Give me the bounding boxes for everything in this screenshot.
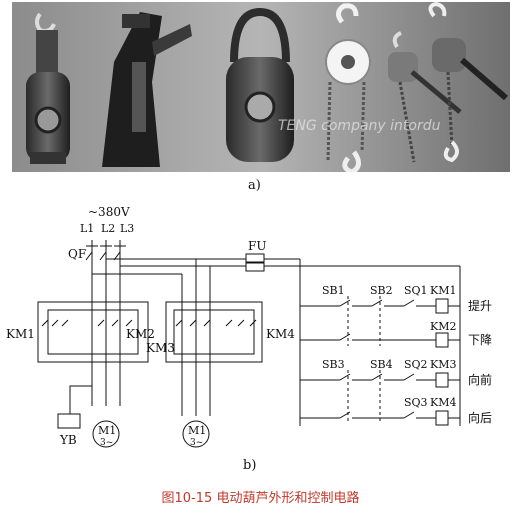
triple-pulley-block-image bbox=[26, 12, 70, 164]
long-lever-hoist-image bbox=[428, 2, 508, 163]
phase-l3-label: L3 bbox=[120, 222, 134, 235]
breaker-label: QF bbox=[68, 247, 86, 261]
motor-2-label: M1 bbox=[188, 424, 206, 437]
caption-b: b) bbox=[243, 458, 257, 473]
motor-1-label: M1 bbox=[98, 424, 116, 437]
contactor-km1-label: KM1 bbox=[6, 327, 35, 341]
open-pulley-block-image bbox=[226, 7, 294, 162]
coil-km4-label: KM4 bbox=[430, 396, 456, 409]
switch-sb1-label: SB1 bbox=[322, 284, 345, 297]
supply-voltage-label: ~380V bbox=[88, 205, 130, 219]
motor-2-sub: 3~ bbox=[190, 438, 203, 448]
fuse-label: FU bbox=[248, 239, 266, 253]
switch-sb2-label: SB2 bbox=[370, 284, 393, 297]
switch-sb3-label: SB3 bbox=[322, 358, 345, 371]
coil-km3-label: KM3 bbox=[430, 358, 456, 371]
switch-sq3-label: SQ3 bbox=[404, 396, 428, 409]
phase-l2-label: L2 bbox=[101, 222, 115, 235]
figure-title: 图10-15 电动葫芦外形和控制电路 bbox=[161, 491, 360, 506]
coil-km1-label: KM1 bbox=[430, 284, 456, 297]
caption-a: a) bbox=[248, 178, 261, 193]
photo-watermark: TENG company intordu bbox=[278, 118, 441, 134]
function-backward-label: 向后 bbox=[468, 410, 492, 425]
function-forward-label: 向前 bbox=[468, 372, 492, 387]
switch-sb4-label: SB4 bbox=[370, 358, 393, 371]
chain-hoist-image bbox=[325, 3, 371, 172]
ratchet-jack-image bbox=[102, 12, 192, 167]
switch-sq2-label: SQ2 bbox=[404, 358, 428, 371]
lever-hoist-image bbox=[388, 31, 462, 163]
hoist-equipment-photo: TENG company intordu bbox=[12, 2, 510, 172]
switch-sq1-label: SQ1 bbox=[404, 284, 428, 297]
control-circuit-diagram: ~380V L1 L2 L3 QF FU KM1 KM2 KM3 KM4 YB … bbox=[6, 205, 492, 448]
function-lower-label: 下降 bbox=[468, 333, 492, 347]
contactor-km2-label: KM2 bbox=[126, 327, 155, 341]
brake-label: YB bbox=[59, 433, 77, 447]
function-lift-label: 提升 bbox=[468, 298, 492, 313]
contactor-km3-label: KM3 bbox=[146, 341, 175, 355]
coil-km2-label: KM2 bbox=[430, 320, 456, 333]
phase-l1-label: L1 bbox=[80, 222, 94, 235]
motor-1-sub: 3~ bbox=[100, 438, 113, 448]
contactor-km4-label: KM4 bbox=[266, 327, 295, 341]
